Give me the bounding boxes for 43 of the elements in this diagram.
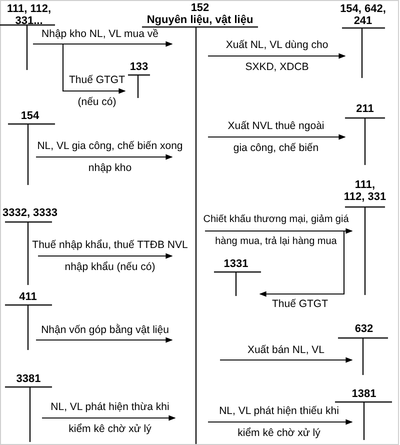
account-number: 133	[128, 61, 150, 73]
t-account	[8, 110, 55, 185]
account-number: 152	[190, 2, 210, 14]
edge-label: Thuế nhập khẩu, thuế TTĐB NVL nhập khẩu (nếu có)	[31, 238, 189, 275]
edge-label: NL, VL phát hiện thiếu khi kiểm kê chờ xử lý	[218, 404, 340, 441]
account-number: 154, 642, 241	[339, 3, 387, 27]
account-number: 632	[354, 323, 374, 335]
t-account	[5, 373, 52, 442]
account-number: 411	[18, 291, 38, 303]
edge-label: Thuế GTGT (nếu có)	[68, 73, 126, 110]
account-number: 111, 112, 331	[343, 179, 387, 203]
edge-label: Xuất NVL thuê ngoài gia công, chế biến	[226, 119, 326, 156]
arrow	[42, 415, 176, 421]
edge-label: Nhận vốn góp bằng vật liệu	[40, 324, 170, 337]
account-number: 3381	[15, 373, 42, 385]
t-account	[345, 103, 385, 165]
t-account	[338, 323, 388, 375]
arrow	[38, 253, 173, 259]
arrow	[208, 53, 346, 59]
t-account	[338, 3, 388, 78]
edge-label: Chiết khấu thương mại, giảm giá hàng mua, trả lại hàng mua	[202, 213, 350, 249]
arrow	[36, 154, 173, 160]
account-number: 111, 112, 331...	[6, 3, 52, 27]
account-number: 211	[355, 103, 375, 115]
edge-label: Nhập kho NL, VL mua về	[40, 28, 160, 41]
arrow	[208, 419, 353, 425]
t-account	[0, 207, 60, 285]
edge-label: Xuất bán NL, VL	[246, 344, 326, 357]
account-number: 1381	[350, 388, 378, 400]
account-number: 154	[20, 110, 40, 122]
edge-label: Thuế GTGT	[270, 298, 329, 311]
account-number: 1331	[222, 258, 250, 270]
arrow	[33, 41, 173, 47]
arrow	[205, 230, 345, 297]
arrow	[36, 337, 173, 343]
account-name: Nguyên liệu, vật liệu	[146, 14, 254, 26]
arrow	[62, 44, 126, 94]
edge-label: NL, VL phát hiện thừa khi kiểm kê chờ xử lý	[50, 400, 170, 437]
edge-label: Xuất NL, VL dùng cho SXKD, XDCB	[224, 38, 330, 75]
arrow	[208, 134, 346, 140]
edge-label: NL, VL gia công, chế biến xong nhập kho	[36, 139, 184, 176]
account-number: 3332, 3333	[1, 207, 59, 219]
arrow	[220, 357, 353, 363]
